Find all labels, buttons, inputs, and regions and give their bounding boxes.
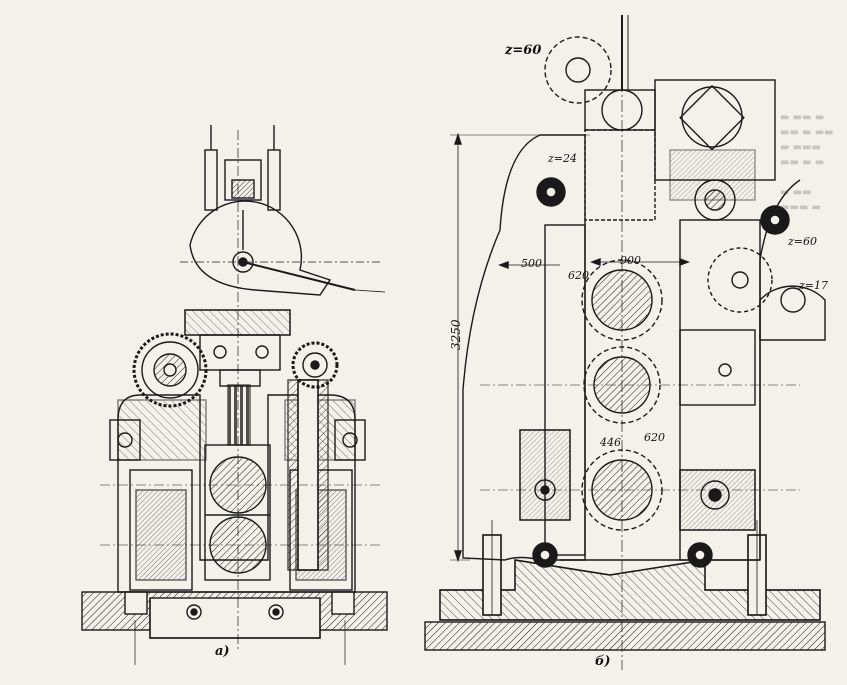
caption-figure-b: б) (595, 654, 611, 669)
dimension-900: 900 (620, 254, 641, 267)
figure-a-cam-disc (189, 200, 332, 296)
figure-b-drawing (424, 15, 826, 670)
label-z-small: z=17 (799, 279, 829, 292)
dimension-620-upper: 620 (568, 269, 589, 282)
label-z-upper: z=24 (548, 152, 578, 165)
dimension-620-lower: 620 (644, 431, 665, 444)
figure-a-right-gear (291, 341, 339, 389)
label-z-top: z=60 (505, 43, 542, 58)
caption-figure-a: a) (215, 644, 230, 659)
figure-b-foundation (424, 621, 826, 651)
figure-a-left-gear (132, 332, 208, 408)
dimension-500: 500 (521, 257, 542, 270)
bleed-through-text: ▬ ▬▬ ▬▬▬ ▬ ▬▬▬ ▬▬▬▬▬ ▬ ▬▬ ▬▬▬▬▬ ▬ (780, 112, 834, 213)
figure-b-housing (462, 134, 586, 561)
figure-a-drawing (81, 125, 388, 665)
dimension-446: 446 (600, 436, 621, 449)
figure-a-screw (227, 384, 251, 446)
label-z-right: z=60 (788, 235, 818, 248)
dimension-3250: 3250 (449, 319, 463, 350)
